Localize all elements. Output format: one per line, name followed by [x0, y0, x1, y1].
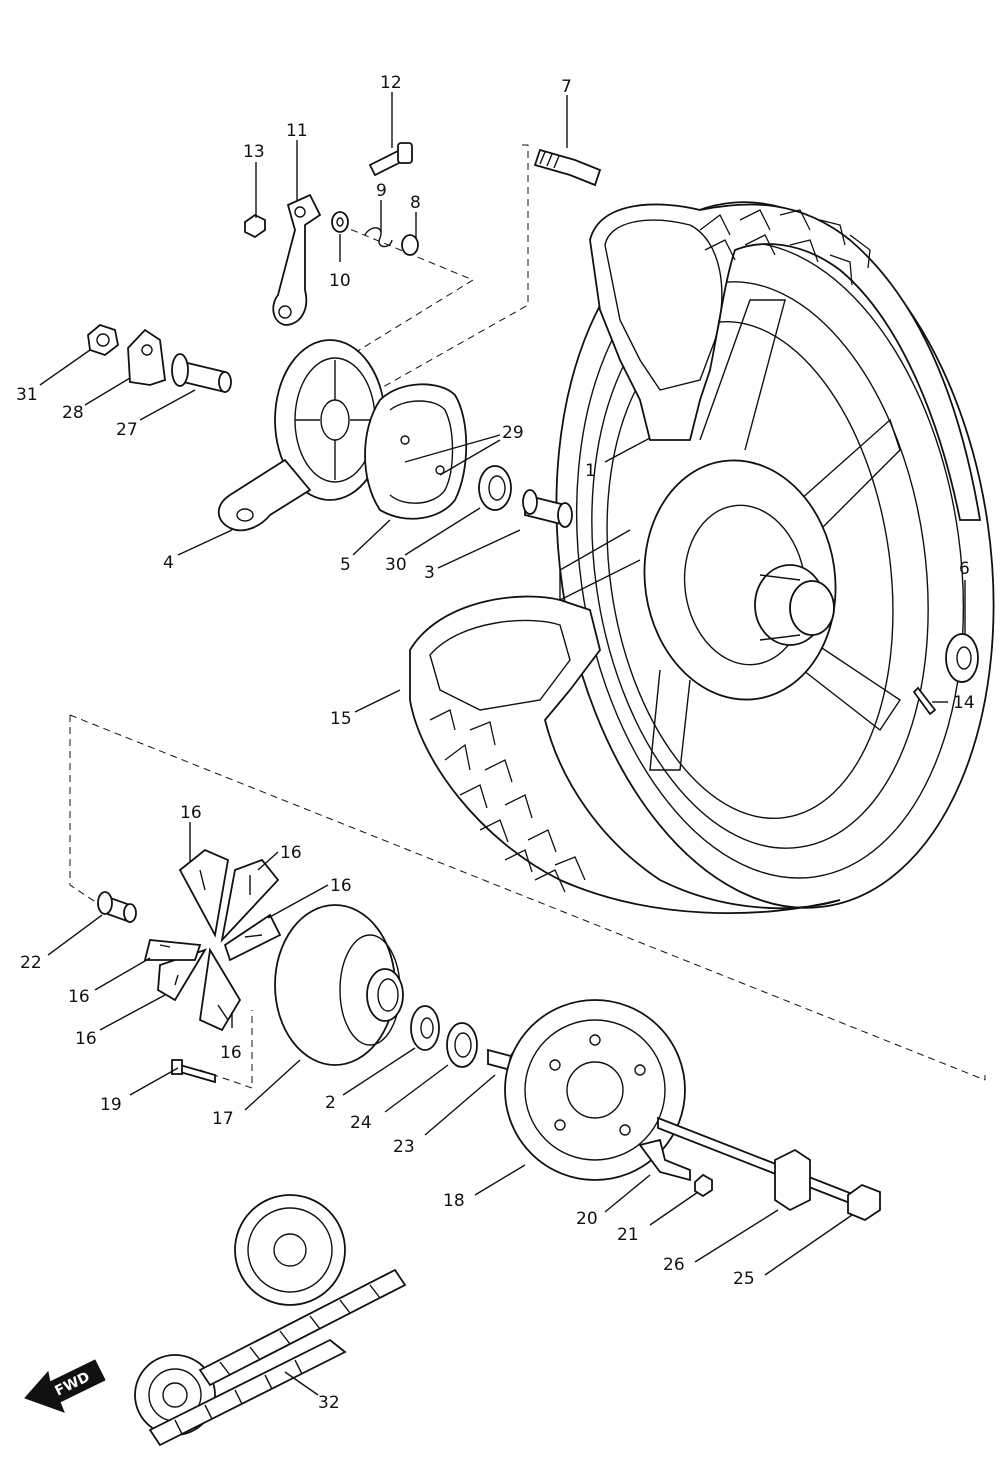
callout-22: 22: [20, 953, 42, 973]
oil-seal: [446, 1022, 478, 1068]
tire-valve: [533, 148, 602, 187]
part-callouts: 12 7 11 13 9 8 10 31 28 27 29 1 4 5 30 3…: [16, 73, 975, 1413]
callout-25: 25: [733, 1269, 755, 1289]
brake-arm-washer: [331, 211, 349, 233]
hub-bearing: [410, 1005, 440, 1051]
drive-sprocket-assembly: [134, 1194, 346, 1436]
callout-2: 2: [325, 1093, 336, 1113]
sprocket-hub: [274, 904, 404, 1066]
callout-12: 12: [380, 73, 402, 93]
callout-16-right: 16: [330, 876, 352, 896]
callout-27: 27: [116, 420, 138, 440]
rear-axle: [657, 1116, 881, 1222]
callout-13: 13: [243, 142, 265, 162]
brake-shoes: [364, 383, 468, 520]
axle-collar: [171, 353, 232, 394]
brake-panel: [217, 339, 386, 532]
callout-9: 9: [376, 181, 387, 201]
callout-21: 21: [617, 1225, 639, 1245]
callout-20: 20: [576, 1209, 598, 1229]
callout-32: 32: [318, 1393, 340, 1413]
drive-chain: [148, 1268, 407, 1447]
wheel-bearing-right: [945, 633, 979, 683]
side-collar: [97, 891, 137, 924]
callout-11: 11: [286, 121, 308, 141]
callout-28: 28: [62, 403, 84, 423]
brake-arm-bolt: [368, 142, 413, 177]
callout-16-lower-left: 16: [75, 1029, 97, 1049]
balance-weight: [912, 686, 937, 716]
callout-15: 15: [330, 709, 352, 729]
rear-tire: [409, 203, 982, 914]
leader-lines: [39, 92, 966, 1396]
chain-adjuster-plate: [638, 1138, 691, 1182]
callout-29: 29: [502, 423, 524, 443]
callout-19: 19: [100, 1095, 122, 1115]
callout-8: 8: [410, 193, 421, 213]
callout-14: 14: [953, 693, 975, 713]
stopper-plate: [127, 328, 166, 386]
callout-16-bottom: 16: [220, 1043, 242, 1063]
callout-16-upper-right: 16: [280, 843, 302, 863]
chain-adjuster-block: [774, 1148, 811, 1212]
callout-1: 1: [585, 461, 596, 481]
callout-5: 5: [340, 555, 351, 575]
callout-10: 10: [329, 271, 351, 291]
callout-31: 31: [16, 385, 38, 405]
callout-24: 24: [350, 1113, 372, 1133]
callout-23: 23: [393, 1137, 415, 1157]
hub-dampers: [143, 848, 282, 1032]
callout-26: 26: [663, 1255, 685, 1275]
callout-3: 3: [424, 563, 435, 583]
callout-4: 4: [163, 553, 174, 573]
callout-18: 18: [443, 1191, 465, 1211]
callout-30: 30: [385, 555, 407, 575]
wheel-bearing-left: [478, 465, 512, 511]
brake-arm: [272, 193, 322, 326]
callout-17: 17: [212, 1109, 234, 1129]
o-ring: [401, 234, 419, 256]
brake-arm-spring: [364, 227, 393, 248]
hub-bolt: [171, 1059, 216, 1084]
callout-16-top: 16: [180, 803, 202, 823]
axle-spacer: [522, 489, 573, 528]
adjuster-nut: [694, 1173, 713, 1198]
brake-arm-nut: [244, 213, 266, 239]
rear-sprocket: [504, 999, 686, 1181]
callout-7: 7: [561, 77, 572, 97]
callout-16-left: 16: [68, 987, 90, 1007]
forward-direction-arrow: FWD: [24, 1359, 106, 1413]
collar-nut: [87, 323, 119, 357]
callout-6: 6: [959, 559, 970, 579]
